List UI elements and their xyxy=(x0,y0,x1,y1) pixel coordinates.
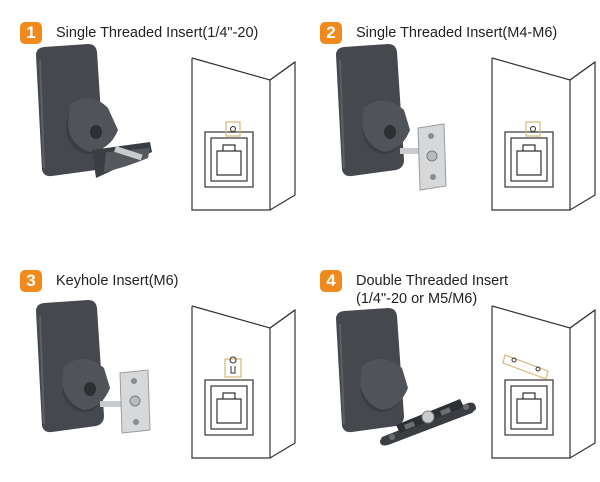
panel-single-threaded-insert-m4-m6: 2 Single Threaded Insert(M4-M6) xyxy=(300,0,600,241)
panel-title-2: Single Threaded Insert(M4-M6) xyxy=(356,25,558,41)
step-badge-1: 1 xyxy=(20,22,42,44)
step-badge-4: 4 xyxy=(320,270,342,292)
panel-title-1: Single Threaded Insert(1/4"-20) xyxy=(56,25,259,41)
speaker-mount-illustration xyxy=(36,44,296,211)
speaker-mount-illustration xyxy=(36,300,296,459)
step-badge-3: 3 xyxy=(20,270,42,292)
speaker-mount-illustration xyxy=(336,305,596,459)
panel-title-4-line1: Double Threaded Insert xyxy=(356,273,509,289)
panel-single-threaded-insert-quarter-20: 1 Single Threaded Insert(1/4"-20) xyxy=(0,0,300,241)
panel-title-4: Double Threaded Insert (1/4"-20 or M5/M6… xyxy=(356,272,586,308)
panel-keyhole-insert-m6: 3 Keyhole Insert(M6) xyxy=(0,241,300,482)
panel-title-4-line2: (1/4"-20 or M5/M6) xyxy=(356,291,478,307)
speaker-mount-illustration xyxy=(336,44,596,211)
panel-double-threaded-insert: 4 Double Threaded Insert (1/4"-20 or M5/… xyxy=(300,241,600,482)
step-badge-2: 2 xyxy=(320,22,342,44)
panel-title-3: Keyhole Insert(M6) xyxy=(56,273,179,289)
